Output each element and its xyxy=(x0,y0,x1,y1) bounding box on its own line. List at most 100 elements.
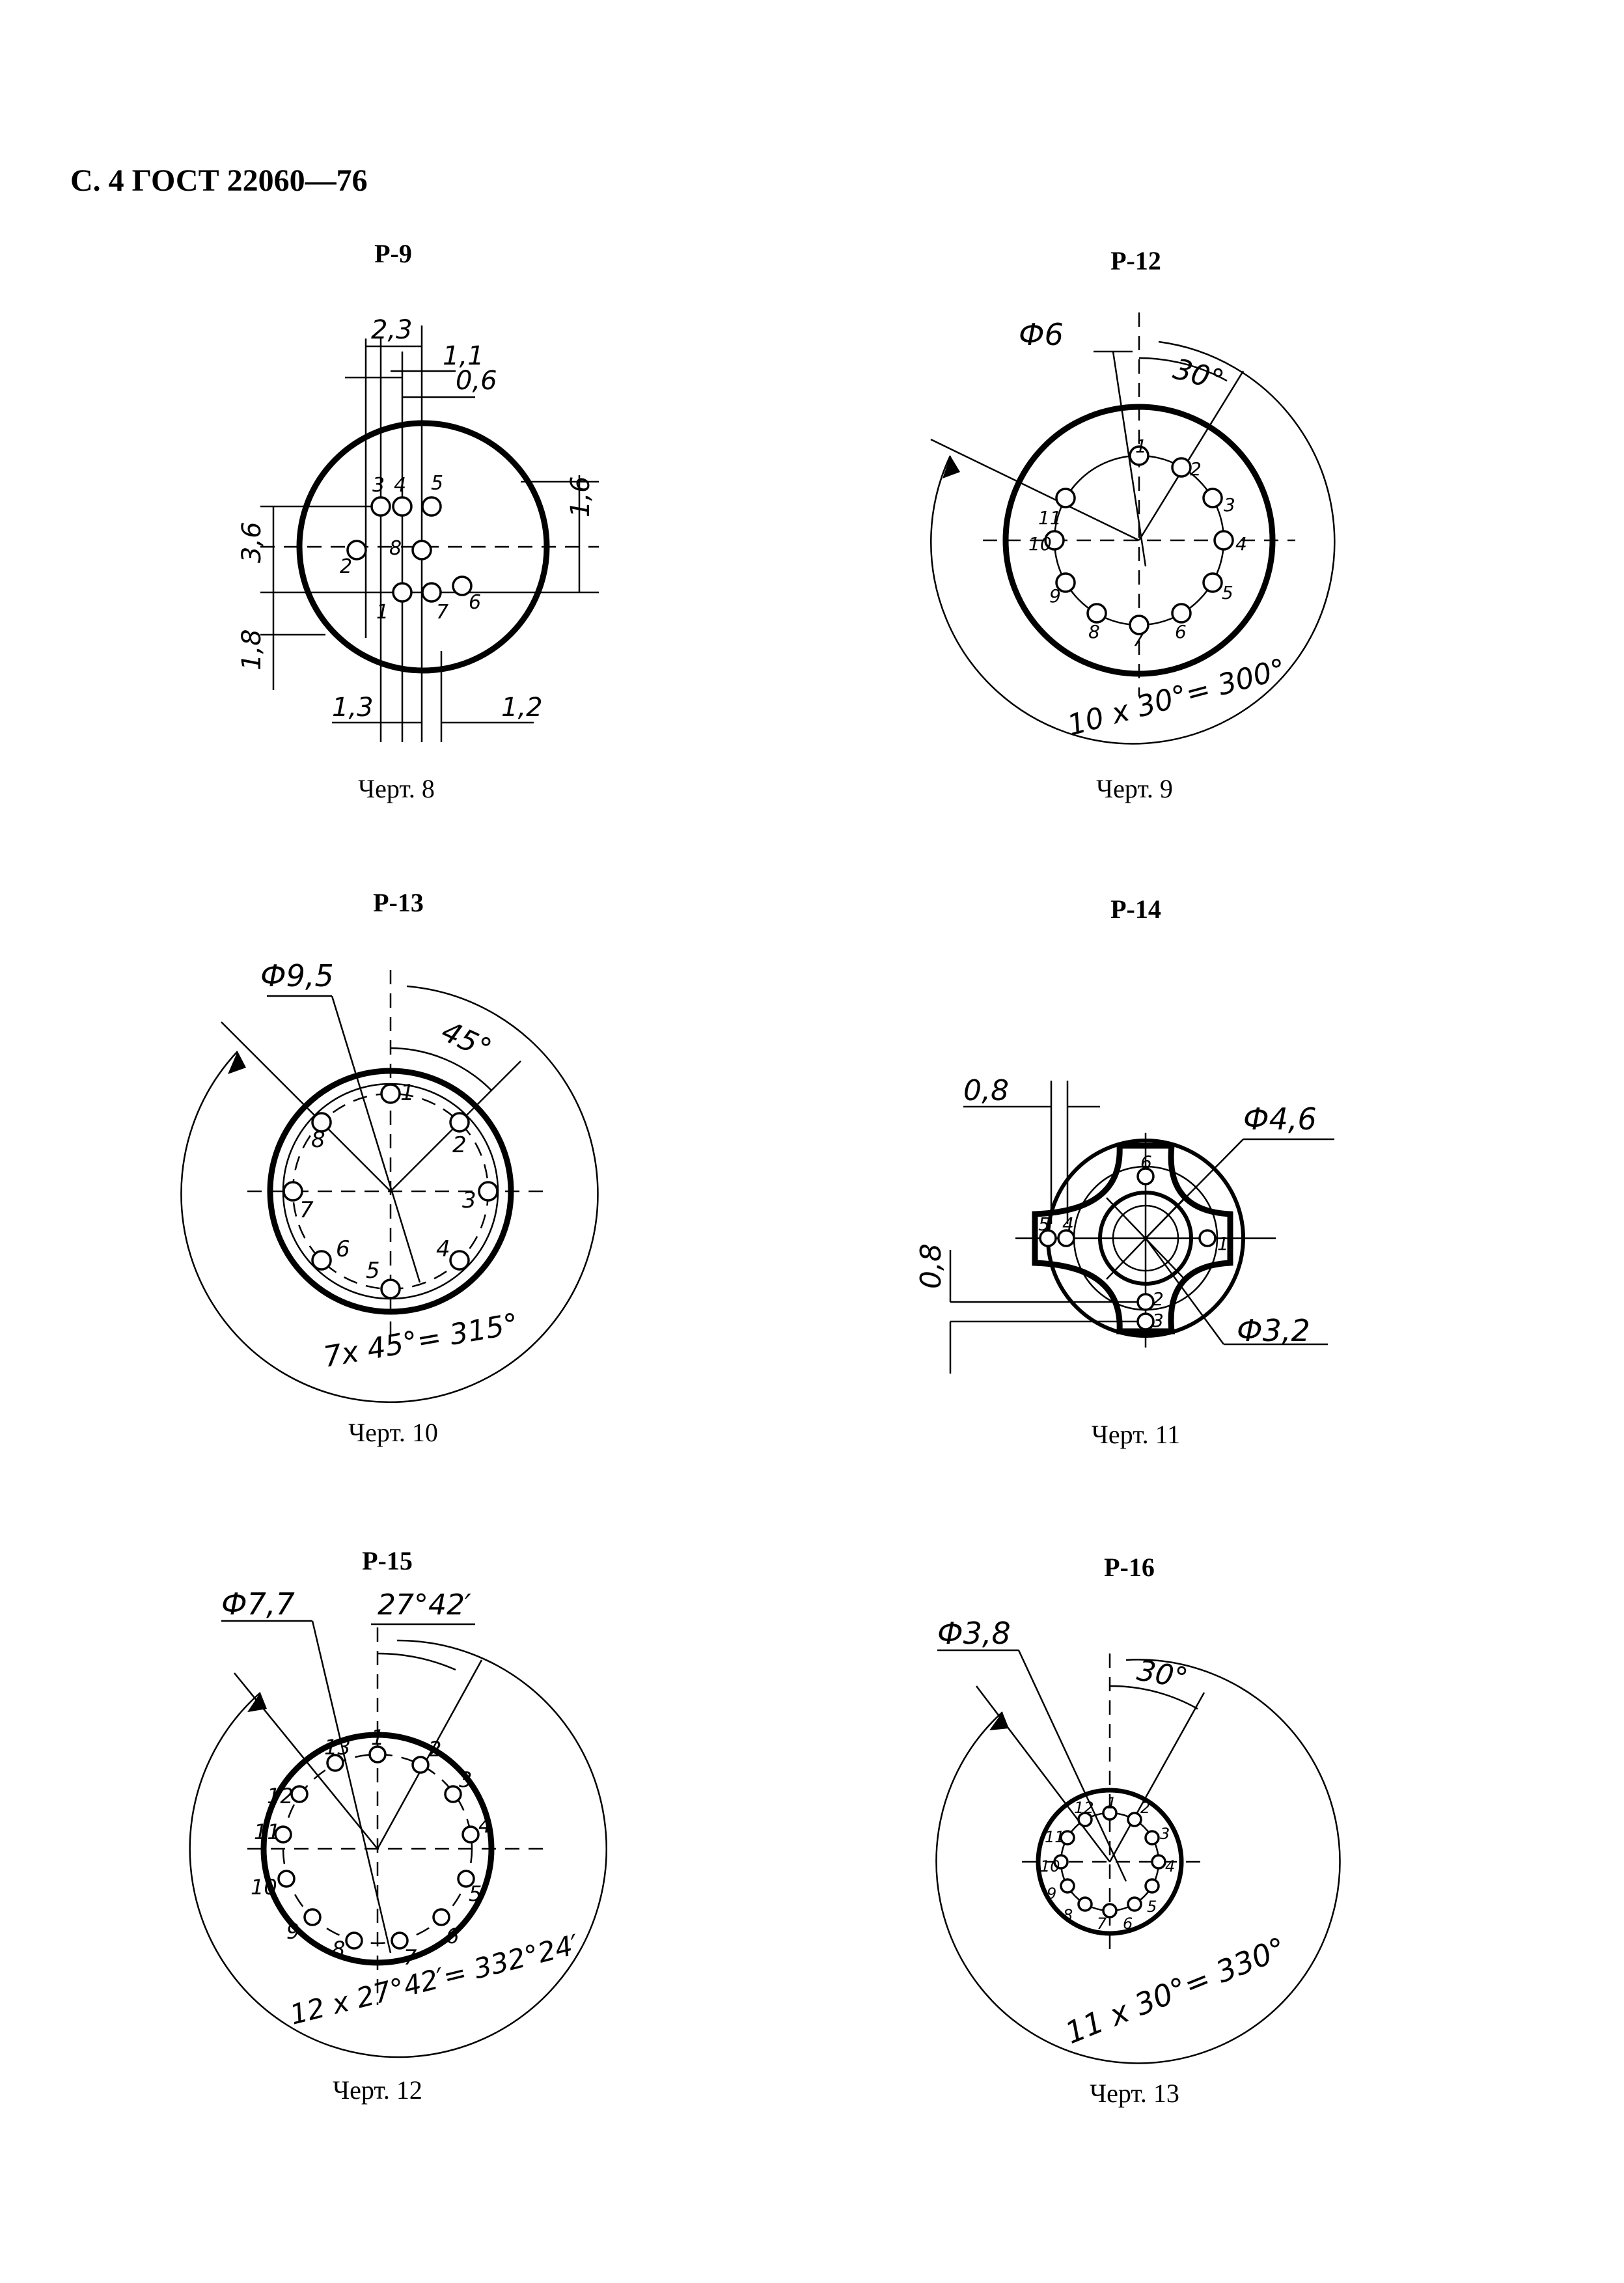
pin-label: 5 xyxy=(1147,1898,1157,1916)
figure-caption-p13: Черт. 10 xyxy=(348,1418,438,1447)
pin-group xyxy=(274,1745,480,1950)
pin-label: 7 xyxy=(1133,629,1144,650)
page-header: С. 4 ГОСТ 22060—76 xyxy=(70,163,368,198)
pin-label: 1 xyxy=(371,1725,384,1750)
pin-label: 4 xyxy=(436,1236,450,1262)
pin-label: 8 xyxy=(1063,1906,1073,1924)
pin-label: 5 xyxy=(469,1881,482,1906)
pin-label: 9 xyxy=(286,1919,299,1944)
pin-label: 5 xyxy=(366,1258,380,1284)
pin-label: 7 xyxy=(404,1945,417,1970)
diameter-outer-label: Ф4,6 xyxy=(1243,1101,1317,1137)
diameter-inner-label: Ф3,2 xyxy=(1237,1313,1310,1348)
total-angle-label: 7х 45°= 315° xyxy=(321,1307,521,1374)
pin-label: 6 xyxy=(1123,1915,1133,1933)
pin-label: 6 xyxy=(1175,621,1187,643)
pin-label: 9 xyxy=(1047,1885,1056,1903)
figure-caption-p15: Черт. 12 xyxy=(333,2075,422,2105)
pin-label: 5 xyxy=(431,472,443,495)
pin-label: 6 xyxy=(446,1924,459,1948)
pin-label: 2 xyxy=(1190,458,1202,480)
pin-label: 11 xyxy=(254,1819,281,1844)
pin-label: 5 xyxy=(1038,1213,1050,1235)
pin-label: 1 xyxy=(400,1080,415,1106)
dim-label: 2,3 xyxy=(371,315,413,345)
dim-label-h: 0,8 xyxy=(963,1074,1009,1107)
pin-label: 2 xyxy=(452,1132,467,1158)
pin-label: 4 xyxy=(1062,1213,1074,1235)
diameter-label: Ф3,8 xyxy=(937,1616,1011,1651)
pin-label: 3 xyxy=(1224,494,1235,516)
figure-caption-p12: Черт. 9 xyxy=(1096,774,1173,803)
dim-label: 1,8 xyxy=(237,629,267,671)
pin-label: 11 xyxy=(1045,1828,1065,1846)
figure-caption-p16: Черт. 13 xyxy=(1090,2079,1179,2108)
pin-group xyxy=(1053,1805,1166,1918)
dim-label-v: 0,8 xyxy=(915,1243,948,1289)
dim-label: 1,1 xyxy=(443,341,484,371)
pin-label: 8 xyxy=(389,537,402,560)
figure-caption-p9: Черт. 8 xyxy=(358,774,435,803)
pin-label: 10 xyxy=(251,1875,277,1900)
figure-caption-p14: Черт. 11 xyxy=(1091,1420,1181,1449)
dim-label: 1,2 xyxy=(501,693,543,723)
figure-title-p12: Р-12 xyxy=(1110,246,1161,275)
pin-label: 10 xyxy=(1040,1857,1060,1875)
pin-label: 4 xyxy=(1235,533,1247,555)
pin-label: 7 xyxy=(436,601,448,624)
pin-label: 11 xyxy=(1038,507,1062,529)
pin-label: 1 xyxy=(1107,1794,1116,1812)
pin-group xyxy=(282,1083,499,1299)
pin-label: 8 xyxy=(1088,621,1100,643)
pin-label: 2 xyxy=(428,1737,441,1762)
total-angle-label: 11 х 30°= 330° xyxy=(1060,1930,1291,2051)
figure-title-p9: Р-9 xyxy=(374,239,412,268)
pin-group xyxy=(346,496,473,603)
pin-label: 1 xyxy=(1135,436,1147,457)
pin-label: 6 xyxy=(336,1236,350,1262)
pin-label: 4 xyxy=(478,1813,491,1838)
pin-label: 8 xyxy=(311,1127,325,1153)
pin-label: 12 xyxy=(1074,1799,1094,1817)
pin-label: 9 xyxy=(1049,585,1061,607)
pin-label: 1 xyxy=(1217,1233,1229,1254)
pin-label: 2 xyxy=(1140,1799,1150,1817)
diameter-label: Ф7,7 xyxy=(221,1586,295,1622)
pin-label: 3 xyxy=(1152,1310,1164,1331)
figure-title-p16: Р-16 xyxy=(1104,1553,1155,1582)
pin-label: 3 xyxy=(462,1187,476,1213)
pin-label: 4 xyxy=(394,474,406,497)
total-angle-label: 12 х 27°42′= 332°24′ xyxy=(287,1928,583,2031)
figure-title-p15: Р-15 xyxy=(362,1546,413,1575)
pin-label: 2 xyxy=(1152,1288,1164,1310)
diameter-label: Ф6 xyxy=(1019,317,1064,352)
drawing-p15: Ф7,7 27°42′ 12 х 27°42′= 332°24′ 1 2 3 4… xyxy=(189,1586,607,2058)
pin-label: 13 xyxy=(324,1735,351,1760)
dim-label: 1,3 xyxy=(332,693,374,723)
diameter-label: Ф9,5 xyxy=(260,958,334,993)
pin-label: 5 xyxy=(1222,582,1233,603)
pin-label: 10 xyxy=(1028,533,1052,555)
pin-label: 12 xyxy=(267,1784,294,1808)
pin-group xyxy=(1039,1167,1217,1331)
drawing-p12: Ф6 30° 10 х 30°= 300° 1 2 3 4 5 6 7 8 9 … xyxy=(930,312,1336,745)
drawing-p9: 2,3 1,1 0,6 1,6 3,6 1,8 1,3 1,2 3 4 5 2 … xyxy=(237,315,599,742)
pin-label: 2 xyxy=(340,555,352,578)
socket-outline xyxy=(1036,1788,1184,1936)
pin-label: 3 xyxy=(459,1767,472,1792)
dim-label: 0,6 xyxy=(456,366,497,396)
dim-label: 3,6 xyxy=(237,521,267,563)
dim-label: 1,6 xyxy=(566,476,596,518)
pin-label: 1 xyxy=(376,601,389,624)
pin-label: 8 xyxy=(332,1937,345,1961)
drawing-p14: 0,8 0,8 Ф4,6 Ф3,2 1 2 3 4 5 6 xyxy=(915,1074,1334,1374)
figure-title-p14: Р-14 xyxy=(1110,894,1161,924)
pin-label: 4 xyxy=(1165,1857,1175,1875)
pin-label: 6 xyxy=(1140,1152,1152,1173)
pin-group xyxy=(1044,445,1234,635)
pin-label: 7 xyxy=(1097,1915,1107,1933)
pin-label: 7 xyxy=(299,1197,314,1223)
figure-title-p13: Р-13 xyxy=(373,888,424,917)
drawing-p13: Ф9,5 45° 7х 45°= 315° 1 2 3 4 5 6 7 8 xyxy=(180,958,599,1404)
pin-label: 3 xyxy=(372,474,385,497)
